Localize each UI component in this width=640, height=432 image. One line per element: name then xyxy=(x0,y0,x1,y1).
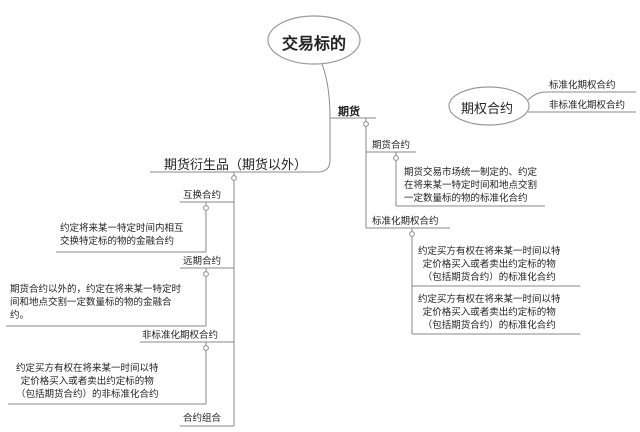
forward-desc: 期货合约以外的，约定在将来某一特定时 间和地点交割一定数量标的物的金融合 约。 xyxy=(10,284,182,321)
std-option-contract-label: 标准化期权合约 xyxy=(372,216,439,227)
swap-label: 互换合约 xyxy=(183,190,222,201)
option-contract-label: 期权合约 xyxy=(461,102,514,117)
node-dot xyxy=(363,121,369,127)
option-branch-std xyxy=(527,91,547,101)
swap-desc: 约定将来某一特定时间内相互 交换特定标的物的金融合约 xyxy=(60,223,184,247)
futures-contract-desc: 期货交易市场统一制定的、约定 在将来某一特定时间和地点交割 一定数量标的物的标准… xyxy=(404,167,538,204)
std-option-desc-2: 约定买方有权在将来某一时间以特 定价格买入或者卖出约定标的物 （包括期货合约）的… xyxy=(418,294,561,331)
nonstd-option-desc: 约定买方有权在将来某一时间以特 定价格买入或者卖出约定标的物 （包括期货合约）的… xyxy=(16,363,159,400)
futures-label: 期货 xyxy=(338,105,360,118)
std-option-desc-1: 约定买方有权在将来某一时间以特 定价格买入或者卖出约定标的物 （包括期货合约）的… xyxy=(418,246,561,283)
derivatives-label: 期货衍生品（期货以外） xyxy=(164,158,308,173)
option-oval xyxy=(448,86,530,126)
main-to-derivatives xyxy=(317,118,331,173)
forward-label: 远期合约 xyxy=(183,256,222,267)
root-oval xyxy=(267,15,361,65)
root-to-main xyxy=(321,63,331,119)
combo-label: 合约组合 xyxy=(183,413,222,424)
root-label: 交易标的 xyxy=(282,34,347,53)
futures-contract-label: 期货合约 xyxy=(372,140,411,151)
nonstd-option-label: 非标准化期权合约 xyxy=(549,100,626,111)
std-option-label: 标准化期权合约 xyxy=(549,80,616,91)
nonstd-option-contract-label: 非标准化期权合约 xyxy=(142,330,219,341)
